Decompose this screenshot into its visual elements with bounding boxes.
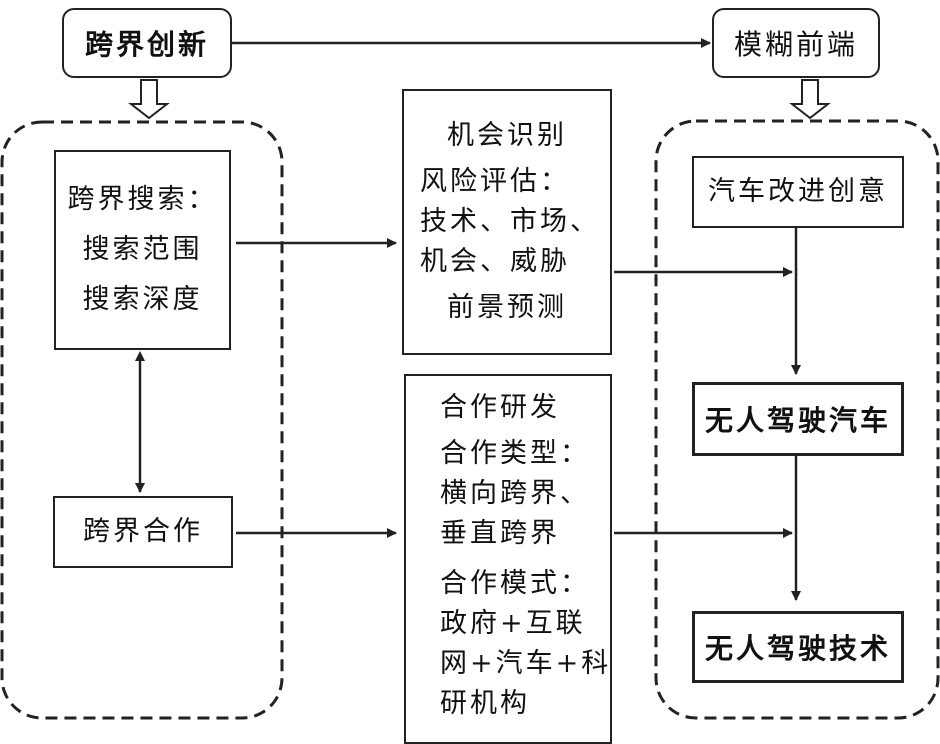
driverless-tech-node: 无人驾驶技术	[692, 611, 904, 683]
driverless-car-node: 无人驾驶汽车	[692, 382, 904, 456]
risk-line-1: 技术、市场、	[420, 206, 600, 237]
opportunity-identification-node: 机会识别 风险评估： 技术、市场、 机会、威胁 前景预测	[402, 89, 612, 355]
hollow-arrow-left	[128, 79, 170, 120]
cooperation-type-line-1: 横向跨界、	[440, 478, 590, 509]
prospect-forecast: 前景预测	[447, 292, 567, 323]
right-dashed-group	[654, 119, 940, 720]
cooperation-mode-line-2: 网+汽车+科	[440, 648, 612, 679]
cooperation-mode-line-1: 政府+互联	[440, 608, 586, 639]
driverless-tech-label: 无人驾驶技术	[704, 632, 891, 665]
cross-border-cooperation-node: 跨界合作	[53, 496, 233, 568]
cross-border-innovation-label: 跨界创新	[84, 28, 209, 61]
left-dashed-group	[0, 120, 284, 720]
driverless-car-label: 无人驾驶汽车	[704, 404, 891, 437]
cooperation-type-line-2: 垂直跨界	[440, 518, 560, 549]
cooperation-mode-title: 合作模式：	[440, 568, 590, 599]
cooperative-rnd-title: 合作研发	[440, 392, 560, 423]
fuzzy-front-end-node: 模糊前端	[712, 8, 880, 78]
search-scope: 搜索范围	[82, 234, 203, 265]
hollow-arrow-right	[789, 79, 831, 120]
cross-border-cooperation-label: 跨界合作	[83, 516, 203, 547]
cross-border-search-title: 跨界搜索：	[67, 184, 218, 215]
opportunity-title: 机会识别	[447, 120, 567, 151]
cooperation-mode-line-3: 研机构	[440, 688, 530, 719]
car-improvement-idea-label: 汽车改进创意	[708, 176, 888, 207]
search-depth: 搜索深度	[82, 284, 203, 315]
fuzzy-front-end-label: 模糊前端	[733, 28, 858, 61]
cross-border-innovation-node: 跨界创新	[62, 8, 232, 78]
car-improvement-idea-node: 汽车改进创意	[692, 156, 904, 228]
cooperation-type-title: 合作类型：	[440, 438, 590, 469]
cross-border-search-node: 跨界搜索： 搜索范围 搜索深度	[54, 150, 231, 350]
cooperative-rnd-node: 合作研发 合作类型： 横向跨界、 垂直跨界 合作模式： 政府+互联 网+汽车+科…	[404, 374, 612, 744]
risk-assessment-title: 风险评估：	[420, 166, 570, 197]
risk-line-2: 机会、威胁	[420, 246, 570, 277]
